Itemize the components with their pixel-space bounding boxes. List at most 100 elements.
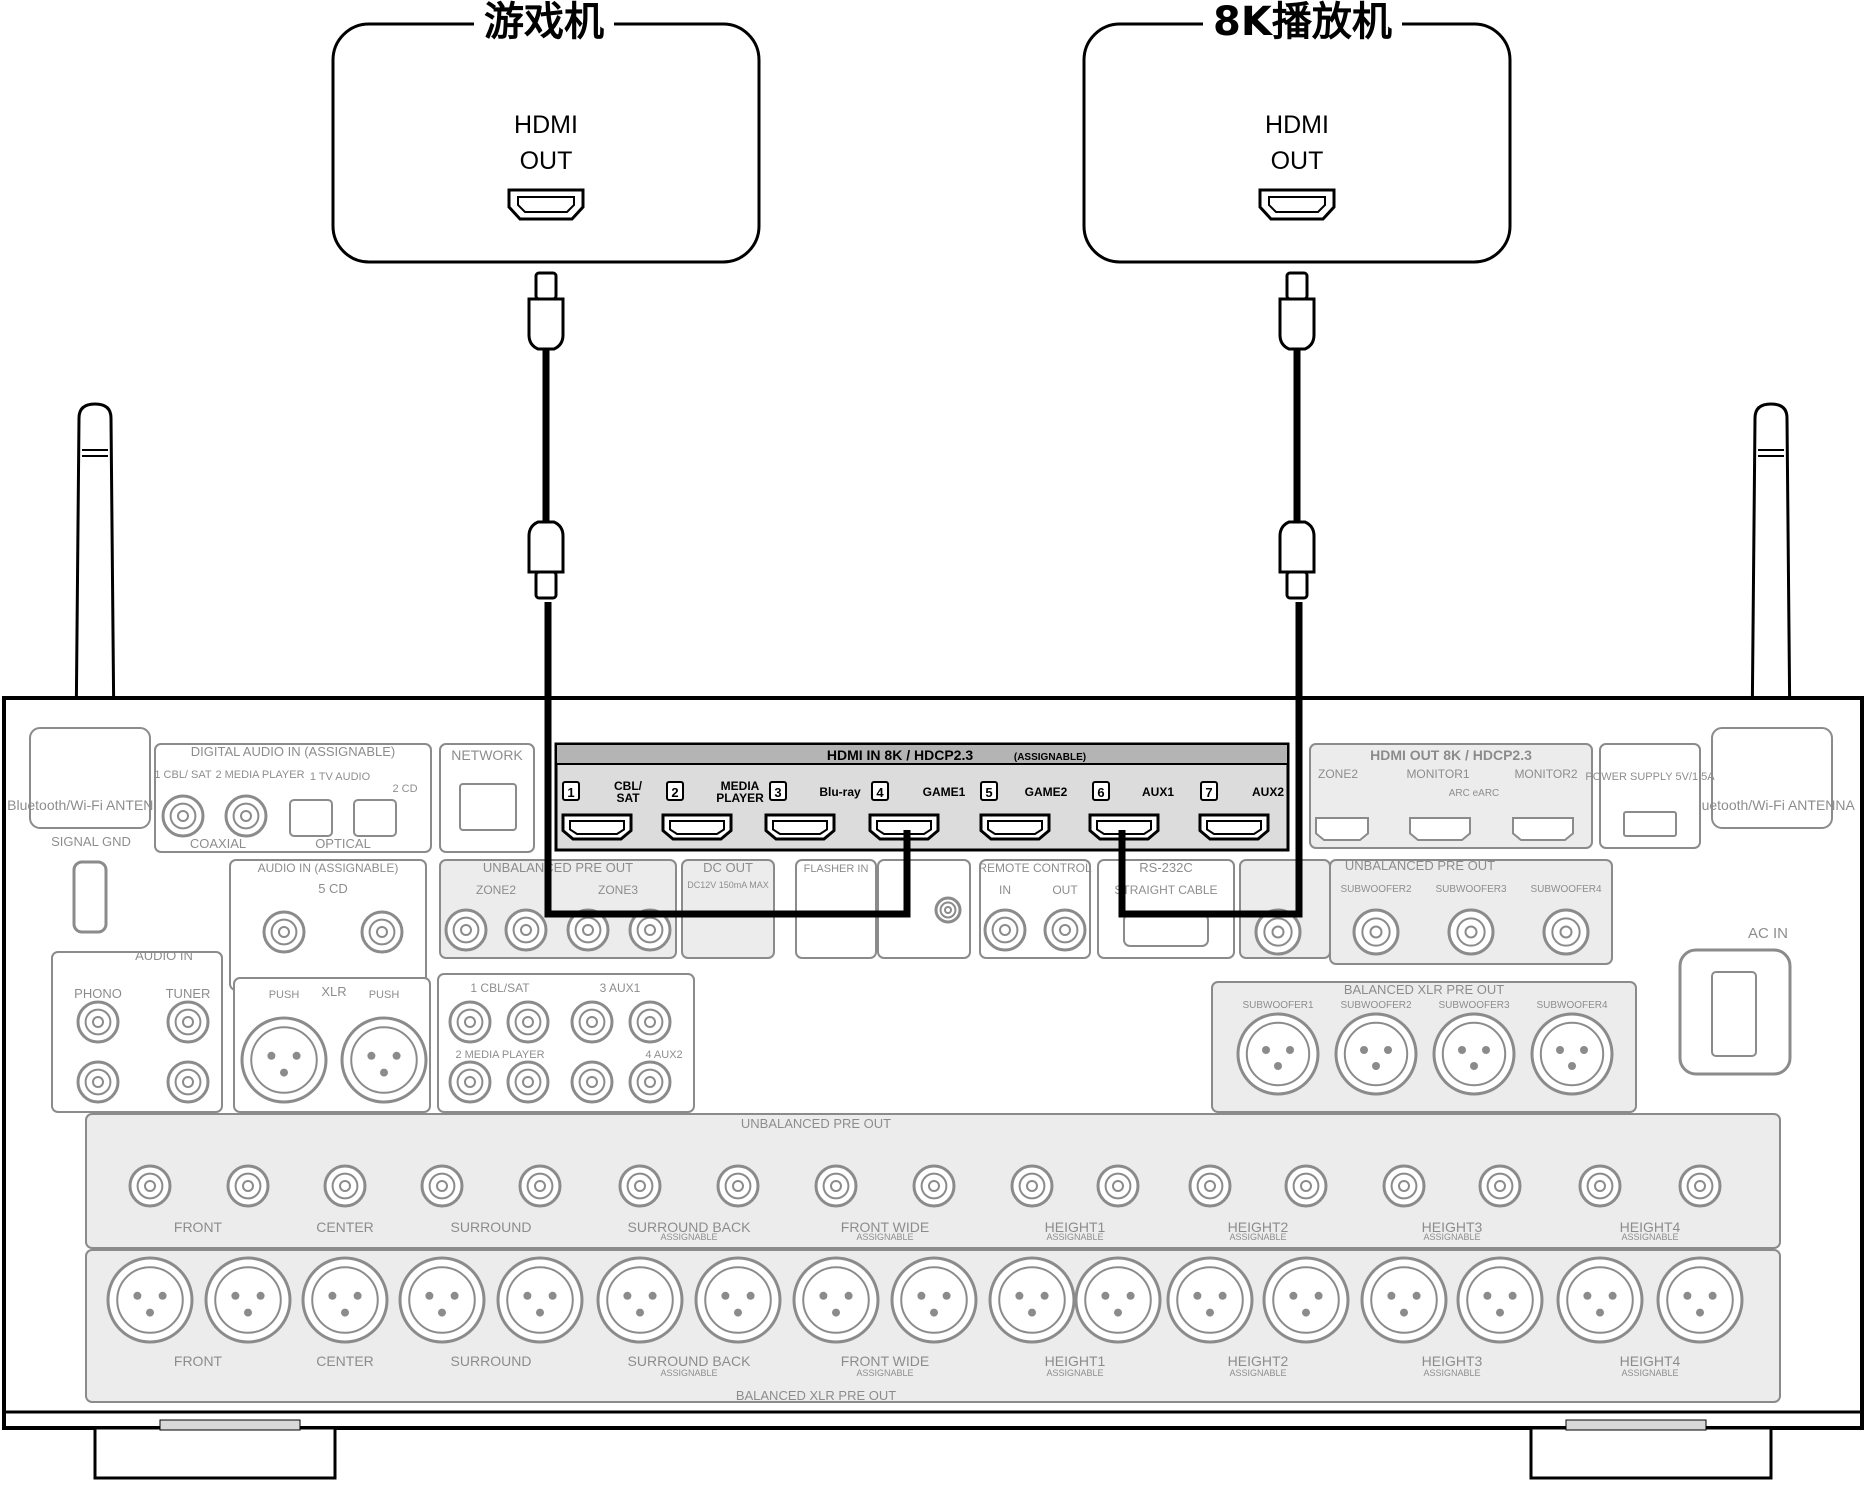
unbal-front-wide-label: FRONT WIDE — [841, 1219, 929, 1235]
balanced-surround-jack-2 — [496, 1256, 584, 1344]
balanced-height4-jack-2 — [1656, 1256, 1744, 1344]
analog-in-2-l-jack — [506, 1060, 550, 1104]
hdmi-in-7-label: AUX2 — [1252, 785, 1284, 799]
balanced-height3-jack-2 — [1456, 1256, 1544, 1344]
unbal-surround-back-assignable: ASSIGNABLE — [660, 1232, 717, 1242]
unbal-height4-jack-2 — [1678, 1164, 1722, 1208]
game-cable-bottom-plug — [527, 520, 565, 600]
zone2-label: ZONE2 — [476, 883, 516, 897]
hdmi-out-monitor2-jack — [1512, 817, 1574, 841]
unbal-subwoofer2-label: SUBWOOFER2 — [1340, 884, 1412, 895]
hdmi-in-4-number: 4 — [876, 785, 884, 800]
unbal-center-label: CENTER — [316, 1219, 374, 1235]
balanced-surround-back-label: SURROUND BACK — [628, 1353, 752, 1369]
push-right-label: PUSH — [369, 989, 400, 1001]
hdmi-in-header: HDMI IN 8K / HDCP2.3 — [827, 747, 973, 763]
unbal-surround-back-jack-2 — [716, 1164, 760, 1208]
balanced-subwoofer3-jack — [1432, 1012, 1516, 1096]
game-hdmi-out-port-icon — [507, 188, 585, 221]
flasher-label: FLASHER IN — [804, 863, 869, 875]
ir-control-block — [877, 859, 971, 959]
unbal-subwoofer3-jack — [1447, 908, 1495, 956]
xlr-in-l-jack — [340, 1016, 428, 1104]
balanced-sub-block — [1211, 981, 1637, 1113]
digital-in-2: 2 MEDIA PLAYER — [215, 769, 304, 781]
hdmi-in-7-number-box — [1200, 781, 1218, 801]
network-label: NETWORK — [451, 747, 523, 763]
player-hdmi-out-port-icon — [1258, 188, 1336, 221]
coaxial-1-jack — [161, 794, 205, 838]
unbal-center-jack-1 — [323, 1164, 367, 1208]
tuner-label: TUNER — [166, 986, 211, 1001]
unbal-sub-title: UNBALANCED PRE OUT — [1345, 858, 1495, 873]
audio-in-title: AUDIO IN — [135, 948, 193, 963]
tuner-r-jack — [166, 1060, 210, 1104]
unbal-front-wide-assignable: ASSIGNABLE — [856, 1232, 913, 1242]
hdmi-out-monitor1-label: MONITOR1 — [1406, 767, 1469, 781]
player-port-label-hdmi: HDMI — [1265, 111, 1329, 139]
rs232c-block — [1097, 859, 1235, 959]
hdmi-out-arc-label: ARC eARC — [1449, 788, 1500, 799]
phono-r-jack — [76, 1060, 120, 1104]
network-block — [439, 743, 535, 853]
antenna-base-left — [29, 727, 151, 829]
optical-label: OPTICAL — [315, 836, 371, 851]
analog-inputs-block — [437, 973, 695, 1113]
analog-in-2-label: 2 MEDIA PLAYER — [455, 1049, 544, 1061]
cd-l-jack — [360, 910, 404, 954]
antenna-base-right — [1711, 727, 1833, 829]
balanced-subwoofer4-jack — [1530, 1012, 1614, 1096]
balanced-height4-label: HEIGHT4 — [1620, 1353, 1681, 1369]
digital-audio-in-block — [154, 743, 432, 853]
hdmi-in-1-number: 1 — [567, 785, 574, 800]
signal-gnd-terminal — [72, 860, 108, 934]
analog-in-3-label: 3 AUX1 — [600, 981, 641, 995]
digital-audio-in-title: DIGITAL AUDIO IN (ASSIGNABLE) — [191, 744, 395, 759]
player-cable-bottom-plug — [1278, 520, 1316, 600]
balanced-height2-jack-1 — [1166, 1256, 1254, 1344]
hdmi-out-monitor2-label: MONITOR2 — [1514, 767, 1577, 781]
balanced-surround-back-assignable: ASSIGNABLE — [660, 1368, 717, 1378]
balanced-height3-assignable: ASSIGNABLE — [1423, 1368, 1480, 1378]
cd-label: 5 CD — [318, 881, 348, 896]
balanced-front-wide-jack-1 — [792, 1256, 880, 1344]
ac-inlet — [1678, 948, 1792, 1076]
dc-out-title: DC OUT — [703, 860, 753, 875]
game-console-box — [331, 22, 761, 264]
analog-in-3-r-jack — [570, 1000, 614, 1044]
hdmi-in-5-number: 5 — [985, 785, 992, 800]
audio-in-assignable-title: AUDIO IN (ASSIGNABLE) — [258, 861, 399, 875]
balanced-front-label: FRONT — [174, 1353, 223, 1369]
analog-in-1-r-jack — [448, 1000, 492, 1044]
balanced-pre-out-title: BALANCED XLR PRE OUT — [736, 1388, 896, 1403]
balanced-subwoofer1-label: SUBWOOFER1 — [1242, 1000, 1314, 1011]
unbal-height2-label: HEIGHT2 — [1228, 1219, 1289, 1235]
unbal-height3-jack-2 — [1478, 1164, 1522, 1208]
coaxial-2-jack — [224, 794, 268, 838]
balanced-pre-out-block — [85, 1249, 1781, 1403]
phono-l-jack — [76, 1000, 120, 1044]
analog-audio-in-left-block — [51, 951, 223, 1113]
unbal-surround-back-label: SURROUND BACK — [628, 1219, 752, 1235]
hdmi-in-1-label-line2: SAT — [616, 791, 640, 805]
usb-port — [1623, 811, 1677, 837]
optical-1-jack — [289, 799, 333, 837]
unbal-surround-label: SURROUND — [451, 1219, 532, 1235]
balanced-height2-assignable: ASSIGNABLE — [1229, 1368, 1286, 1378]
optical-2-jack — [353, 799, 397, 837]
balanced-height4-jack-1 — [1556, 1256, 1644, 1344]
hdmi-in-2-number: 2 — [671, 785, 678, 800]
hdmi-in-6-jack-inner — [1096, 820, 1152, 835]
zone3-l-jack — [628, 908, 672, 952]
balanced-subwoofer3-label: SUBWOOFER3 — [1438, 1000, 1510, 1011]
dc-spec-label: DC12V 150mA MAX — [687, 880, 769, 890]
tuner-l-jack — [166, 1000, 210, 1044]
balanced-height2-jack-2 — [1262, 1256, 1350, 1344]
xlr-label: XLR — [321, 984, 346, 999]
remote-control-block — [979, 859, 1091, 959]
hdmi-in-2-label-line1: MEDIA — [721, 779, 760, 793]
analog-in-4-label: 4 AUX2 — [645, 1049, 682, 1061]
